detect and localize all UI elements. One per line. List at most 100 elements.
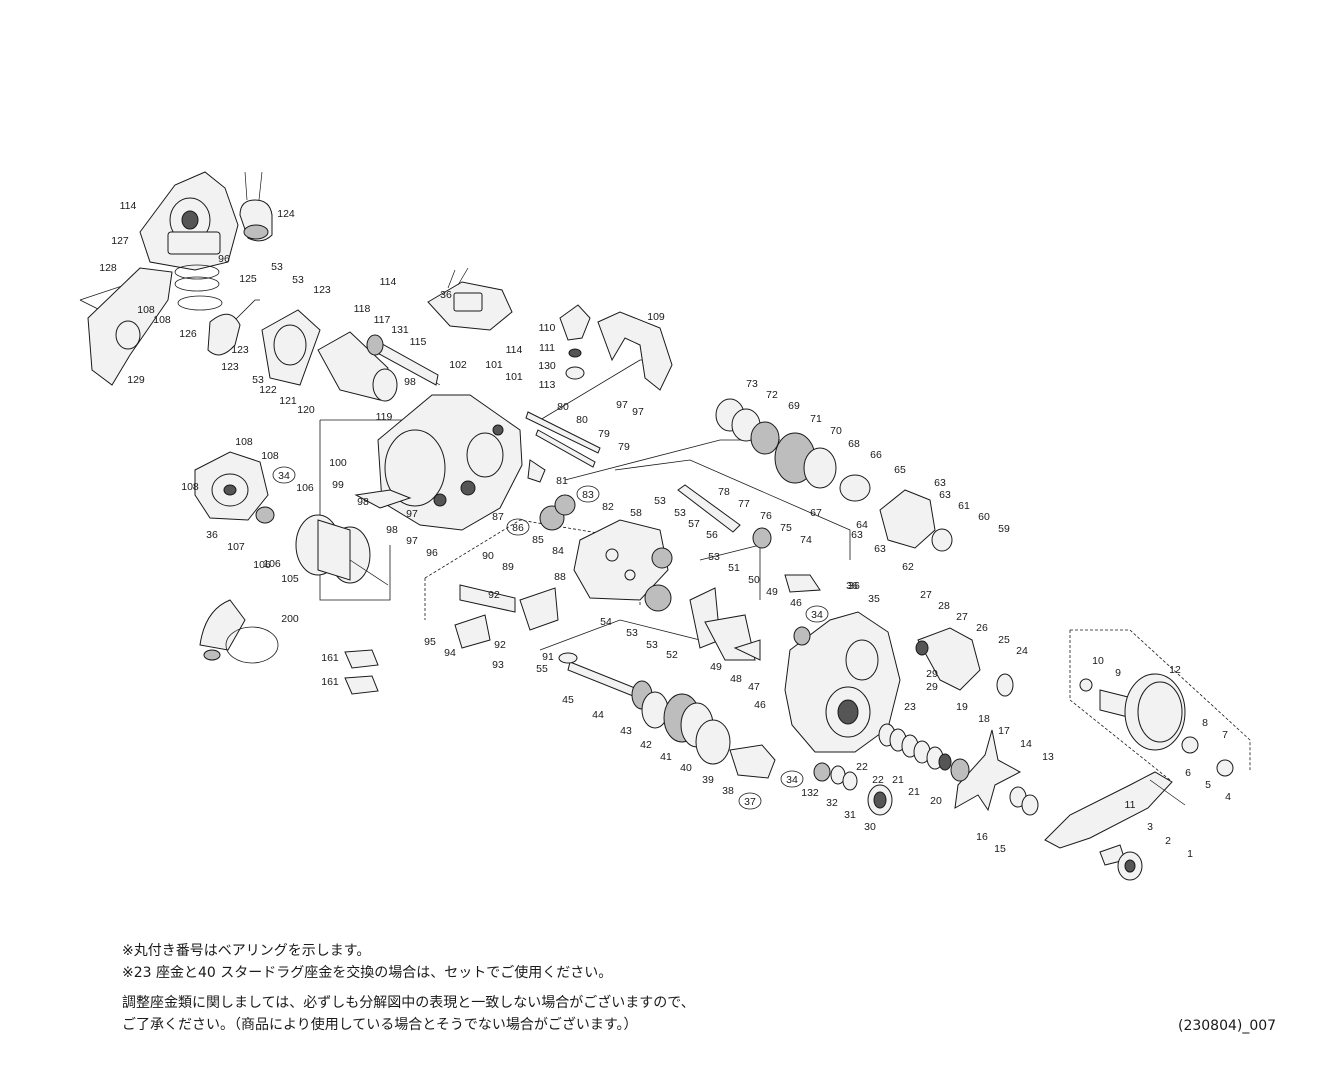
part-number-85: 85 — [532, 534, 544, 546]
drag-stack — [641, 691, 776, 779]
part-number-63: 63 — [934, 477, 946, 489]
part-number-20: 20 — [930, 795, 942, 807]
part-number-36: 36 — [440, 289, 452, 301]
part-number-108: 108 — [137, 304, 155, 316]
part-number-124: 124 — [277, 208, 295, 220]
part-number-94: 94 — [444, 647, 456, 659]
main-frame-102 — [354, 394, 523, 531]
part-number-114: 114 — [506, 344, 523, 356]
part-number-67: 67 — [810, 507, 822, 519]
part-number-56: 56 — [706, 529, 718, 541]
part-number-63: 63 — [874, 543, 886, 555]
part-number-97: 97 — [632, 406, 644, 418]
rings-125 — [174, 264, 241, 356]
part-number-11: 11 — [1125, 799, 1136, 811]
note-adjust-2: ご了承ください。（商品により使用している場合とそうでない場合がございます。） — [122, 1017, 638, 1033]
side-plate-108 — [194, 451, 275, 524]
part-number-114: 114 — [380, 276, 397, 288]
part-number-91: 91 — [542, 651, 554, 663]
part-number-42: 42 — [640, 739, 652, 751]
part-number-24: 24 — [1016, 645, 1028, 657]
part-number-37: 37 — [744, 796, 756, 808]
part-number-23: 23 — [904, 701, 916, 713]
part-number-53: 53 — [271, 261, 283, 273]
rods-80 — [525, 411, 601, 468]
part-number-52: 52 — [666, 649, 678, 661]
part-number-46: 46 — [790, 597, 802, 609]
part-number-64: 64 — [856, 519, 868, 531]
gear-cover-63 — [879, 489, 953, 552]
part-number-77: 77 — [738, 498, 750, 510]
part-number-36: 36 — [206, 529, 218, 541]
part-number-132: 132 — [801, 787, 819, 799]
part-number-123: 123 — [231, 344, 249, 356]
part-number-59: 59 — [998, 523, 1010, 535]
part-number-109: 109 — [647, 311, 665, 323]
part-number-29: 29 — [926, 668, 938, 680]
part-number-110: 110 — [539, 322, 556, 334]
part-number-87: 87 — [492, 511, 504, 523]
part-number-108: 108 — [153, 314, 171, 326]
bearing-marker- — [576, 485, 600, 503]
side-plate-129 — [87, 267, 173, 386]
part-number-53: 53 — [674, 507, 686, 519]
part-number-123: 123 — [313, 284, 331, 296]
part-number-120: 120 — [297, 404, 315, 416]
part-number-50: 50 — [748, 574, 760, 586]
part-number-113: 113 — [539, 379, 556, 391]
part-number-13: 13 — [1042, 751, 1054, 763]
part-number-108: 108 — [261, 450, 279, 462]
bearing-marker- — [738, 792, 762, 810]
main-shaft-44 — [558, 652, 653, 710]
part-number-161: 161 — [321, 652, 339, 664]
part-number-114: 114 — [120, 200, 137, 212]
part-number-97: 97 — [406, 535, 418, 547]
part-number-34: 34 — [278, 470, 290, 482]
part-number-25: 25 — [998, 634, 1010, 646]
part-number-70: 70 — [830, 425, 842, 437]
part-number-81: 81 — [556, 475, 568, 487]
part-number-16: 16 — [976, 831, 988, 843]
part-number-21: 21 — [892, 774, 904, 786]
part-number-128: 128 — [99, 262, 117, 274]
part-number-66: 66 — [870, 449, 882, 461]
part-number-131: 131 — [391, 324, 409, 336]
part-number-63: 63 — [939, 489, 951, 501]
part-number-200: 200 — [281, 613, 299, 625]
part-number-80: 80 — [576, 414, 588, 426]
part-number-21: 21 — [908, 786, 920, 798]
footnotes: ※丸付き番号はベアリングを示します。 ※23 座金と40 スタードラグ座金を交換… — [122, 940, 1102, 1036]
part-number-83: 83 — [582, 489, 594, 501]
part-number-86: 86 — [512, 522, 524, 534]
part-number-97: 97 — [616, 399, 628, 411]
cable-36-lower — [784, 574, 821, 593]
part-number-54: 54 — [600, 616, 612, 628]
handle-arm-11 — [1044, 771, 1186, 881]
part-number-19: 19 — [956, 701, 968, 713]
part-number-53: 53 — [626, 627, 638, 639]
part-number-101: 101 — [485, 359, 503, 371]
part-number-14: 14 — [1020, 738, 1032, 750]
part-number-88: 88 — [554, 571, 566, 583]
part-number-35: 35 — [868, 593, 880, 605]
part-number-5: 5 — [1205, 779, 1211, 791]
part-number-4: 4 — [1225, 791, 1231, 803]
bushing-30 — [830, 765, 893, 816]
part-number-107: 107 — [227, 541, 245, 553]
part-number-96: 96 — [218, 253, 230, 265]
part-number-126: 126 — [179, 328, 197, 340]
part-number-111: 111 — [539, 342, 555, 354]
part-number-101: 101 — [505, 371, 523, 383]
part-number-96: 96 — [426, 547, 438, 559]
bearing-marker- — [272, 466, 296, 484]
part-number-39: 39 — [702, 774, 714, 786]
part-number-29: 29 — [926, 681, 938, 693]
document-code: (230804)_007 — [1178, 1018, 1277, 1034]
part-number-123: 123 — [221, 361, 239, 373]
part-number-108: 108 — [235, 436, 253, 448]
part-number-115: 115 — [410, 336, 427, 348]
part-number-27: 27 — [956, 611, 968, 623]
part-number-9: 9 — [1115, 667, 1121, 679]
part-number-69: 69 — [788, 400, 800, 412]
